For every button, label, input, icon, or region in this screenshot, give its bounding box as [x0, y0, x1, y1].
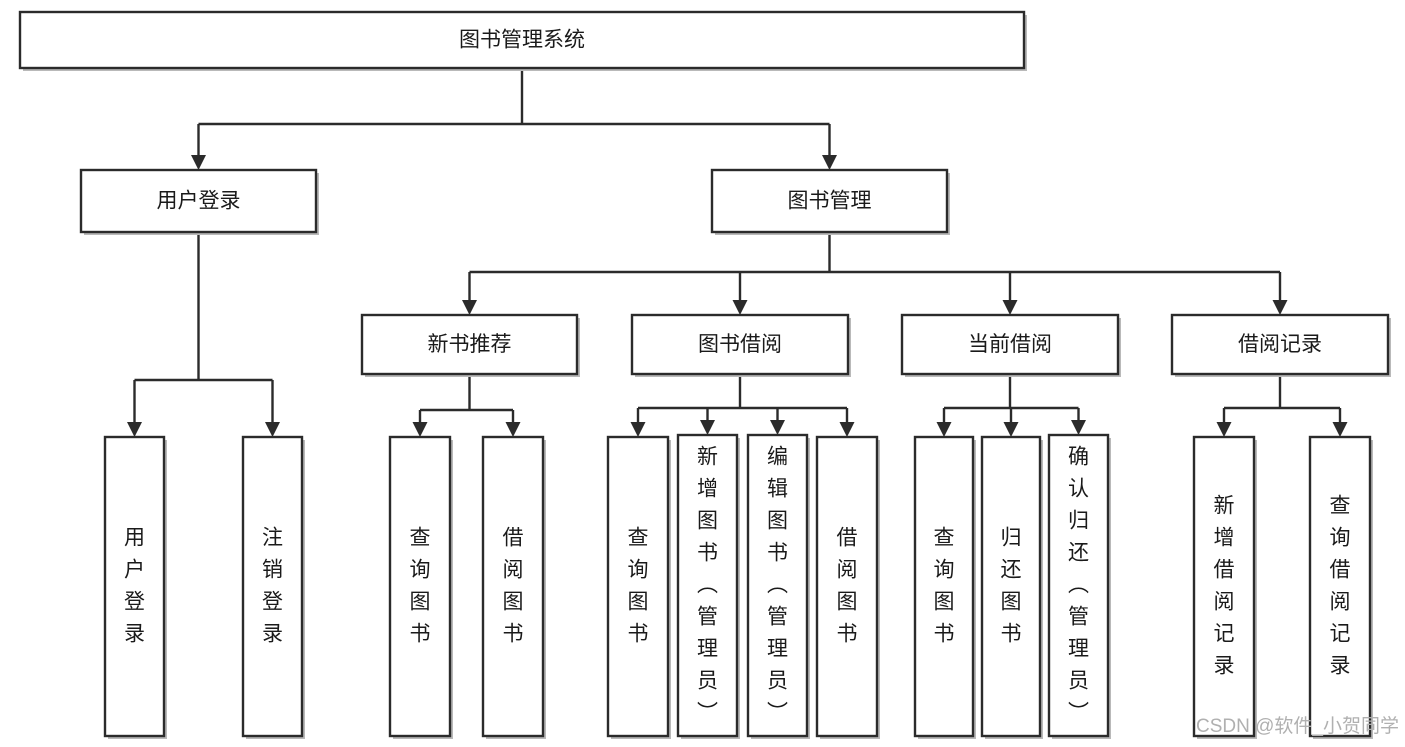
node-label: 图书借阅 [698, 333, 782, 356]
node-label: 查询借阅记录 [1330, 495, 1351, 678]
node-label: 新书推荐 [428, 333, 512, 356]
node-leaf-edit-book: 编辑图书︵管理员︶ [746, 433, 810, 739]
connector-group [462, 232, 1288, 315]
node-box [913, 435, 975, 738]
node-new-book-rec: 新书推荐 [360, 313, 580, 377]
connector-group [630, 374, 855, 437]
node-label: 图书管理系统 [459, 29, 585, 52]
node-box [18, 10, 1026, 70]
node-label: 借阅图书 [503, 527, 524, 646]
node-label: 查询图书 [410, 527, 431, 646]
nodes-layer: 图书管理系统用户登录图书管理新书推荐图书借阅当前借阅借阅记录用户登录注销登录查询… [18, 10, 1391, 739]
node-book-borrow: 图书借阅 [630, 313, 851, 377]
node-box [1308, 435, 1372, 738]
connector-group [412, 374, 521, 437]
arrow-head-icon [1216, 422, 1232, 437]
node-box [241, 435, 304, 738]
node-label: 注销登录 [262, 527, 283, 646]
arrow-head-icon [1272, 300, 1288, 315]
node-label: 当前借阅 [968, 333, 1052, 356]
arrow-head-icon [1332, 422, 1348, 437]
node-box [676, 433, 739, 738]
node-leaf-logout: 注销登录 [241, 435, 305, 739]
connectors-layer [127, 68, 1348, 437]
node-label: 确认归还︵管理员︶ [1068, 446, 1089, 725]
node-box [1192, 435, 1256, 738]
arrow-head-icon [412, 422, 428, 437]
arrow-head-icon [462, 300, 477, 315]
node-label: 借阅记录 [1238, 333, 1322, 356]
connector-group [936, 374, 1086, 437]
arrow-head-icon [505, 422, 521, 437]
arrow-head-icon [1003, 422, 1019, 437]
node-current-borrow: 当前借阅 [900, 313, 1121, 377]
arrow-head-icon [732, 300, 748, 315]
node-leaf-query-book-3: 查询图书 [913, 435, 976, 739]
node-label: 借阅图书 [837, 527, 858, 646]
node-label: 查询图书 [628, 527, 649, 646]
node-leaf-confirm-return: 确认归还︵管理员︶ [1047, 433, 1111, 739]
arrow-head-icon [127, 422, 142, 437]
node-label: 编辑图书︵管理员︶ [767, 446, 788, 725]
node-box [630, 313, 850, 376]
node-leaf-query-book-2: 查询图书 [606, 435, 671, 739]
node-leaf-borrow-book-2: 借阅图书 [815, 435, 880, 739]
node-box [900, 313, 1120, 376]
node-label: 图书管理 [788, 190, 872, 213]
node-box [1047, 433, 1110, 738]
node-label: 新增借阅记录 [1214, 495, 1235, 678]
node-user-login: 用户登录 [79, 168, 319, 235]
node-box [103, 435, 166, 738]
node-box [746, 433, 809, 738]
arrow-head-icon [770, 420, 785, 435]
node-box [980, 435, 1042, 738]
connector-group [1216, 374, 1348, 437]
node-label: 用户登录 [157, 190, 241, 213]
arrow-head-icon [1002, 300, 1018, 315]
connector-group [191, 68, 837, 170]
arrow-head-icon [822, 155, 837, 170]
watermark-label: CSDN @软件_小贺同学 [1196, 715, 1399, 737]
node-box [481, 435, 545, 738]
node-leaf-borrow-book-1: 借阅图书 [481, 435, 546, 739]
node-leaf-query-record: 查询借阅记录 [1308, 435, 1373, 739]
arrow-head-icon [265, 422, 280, 437]
node-label: 归还图书 [1001, 527, 1022, 646]
node-leaf-query-book-1: 查询图书 [388, 435, 453, 739]
arrow-head-icon [936, 422, 952, 437]
node-box [815, 435, 879, 738]
node-borrow-record: 借阅记录 [1170, 313, 1391, 377]
node-leaf-add-book: 新增图书︵管理员︶ [676, 433, 740, 739]
node-box [606, 435, 670, 738]
node-label: 用户登录 [124, 527, 145, 646]
node-box [388, 435, 452, 738]
arrow-head-icon [839, 422, 855, 437]
node-box [360, 313, 579, 376]
arrow-head-icon [1071, 420, 1086, 435]
node-box [79, 168, 318, 234]
arrow-head-icon [191, 155, 206, 170]
node-book-manage: 图书管理 [710, 168, 950, 235]
node-box [1170, 313, 1390, 376]
node-root: 图书管理系统 [18, 10, 1027, 71]
node-leaf-user-login: 用户登录 [103, 435, 167, 739]
node-leaf-return-book: 归还图书 [980, 435, 1043, 739]
connector-group [127, 232, 280, 437]
arrow-head-icon [630, 422, 646, 437]
node-box [710, 168, 949, 234]
node-label: 查询图书 [934, 527, 955, 646]
arrow-head-icon [700, 420, 715, 435]
node-leaf-add-record: 新增借阅记录 [1192, 435, 1257, 739]
node-label: 新增图书︵管理员︶ [697, 446, 718, 725]
